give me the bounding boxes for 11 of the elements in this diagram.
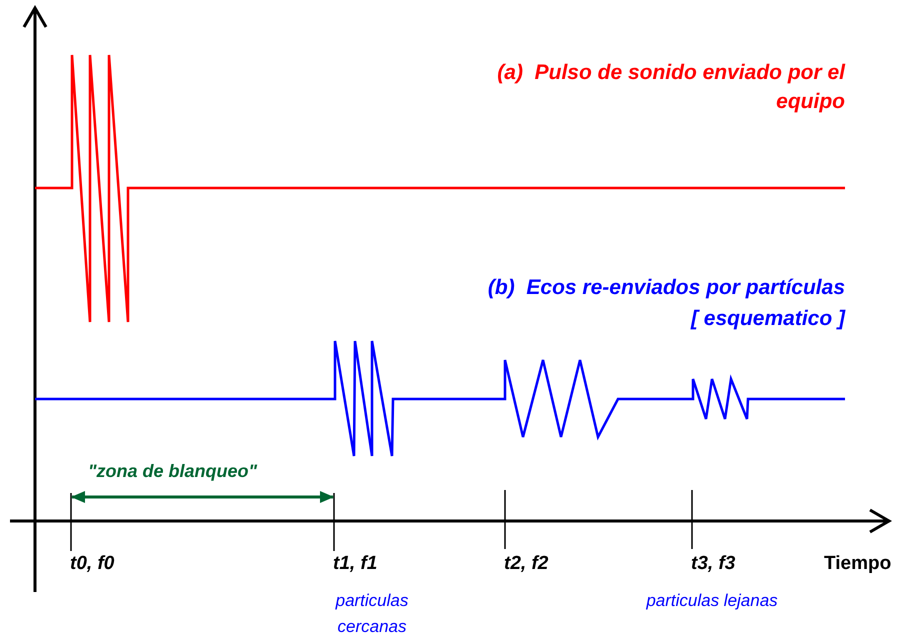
tick-label: t1, f1	[333, 552, 378, 576]
pulse-title: (a) Pulso de sonido enviado por el equipo	[496, 60, 845, 115]
echo-title: (b) Ecos re-enviados por partículas	[488, 275, 845, 301]
tick-label: t0, f0	[70, 552, 114, 576]
echo-subtitle: [ esquematico ]	[690, 306, 845, 332]
zone-label: "zona de blanqueo"	[88, 460, 258, 483]
tick-label: t2, f2	[504, 552, 548, 576]
note-text: particulas lejanas	[645, 590, 779, 612]
axis-label: Tiempo	[824, 552, 892, 576]
tick-label: t3, f3	[691, 552, 736, 576]
note-text: particulas cercanas	[334, 590, 410, 638]
